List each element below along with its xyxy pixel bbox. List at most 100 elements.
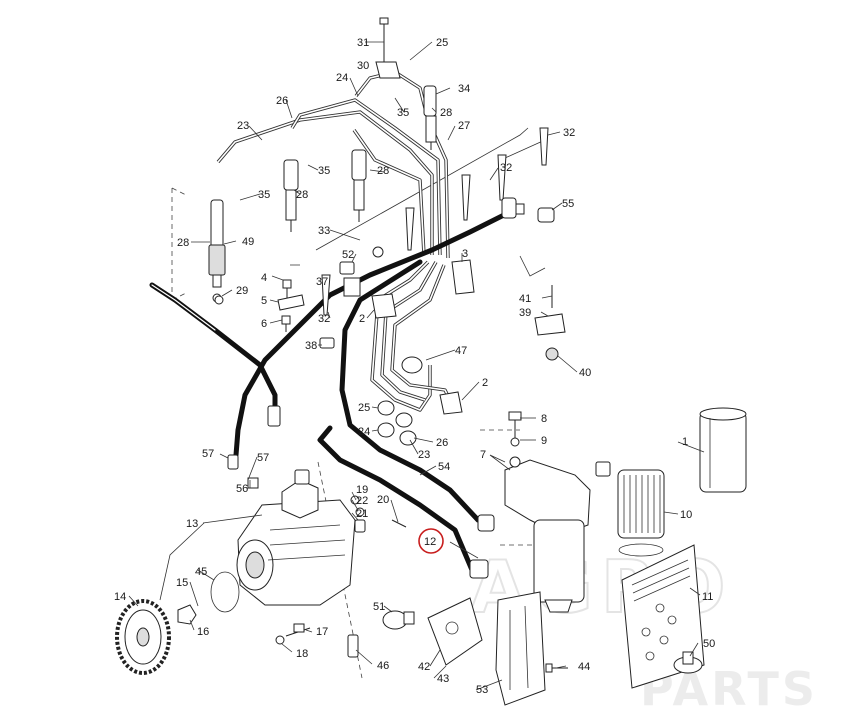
filter-cartridge-10 [617,469,665,557]
sensor-51 [382,610,415,630]
label-9: 9 [541,435,547,447]
label-57-left: 57 [202,448,214,460]
label-42: 42 [418,661,430,673]
label-41: 41 [519,293,531,305]
label-35-mid: 35 [318,165,330,177]
label-50: 50 [703,638,715,650]
label-28-left: 28 [296,189,308,201]
bolt-31 [379,17,389,62]
label-26-low: 26 [436,437,448,449]
mounting-bracket-53 [495,591,546,706]
label-46: 46 [377,660,389,672]
label-56: 56 [236,483,248,495]
label-25-low: 25 [358,402,370,414]
connectors-56-57 [227,405,281,489]
label-22: 22 [356,495,368,507]
label-26-top: 26 [276,95,288,107]
washer-38 [319,337,335,349]
label-44: 44 [578,661,590,673]
label-29: 29 [236,285,248,297]
label-7: 7 [480,449,486,461]
label-35-top: 35 [397,107,409,119]
label-8: 8 [541,413,547,425]
glow-plugs [321,127,549,316]
label-33: 33 [318,225,330,237]
label-28-mid: 28 [377,165,389,177]
label-6: 6 [261,318,267,330]
label-28-far-left: 28 [177,237,189,249]
label-49: 49 [242,236,254,248]
label-2-upper: 2 [359,313,365,325]
part-labels: 31 25 30 24 34 26 35 28 23 27 32 35 28 3… [114,37,715,696]
injector-3 [351,149,367,222]
washer-18 [275,635,285,645]
label-47: 47 [455,345,467,357]
bolt-6 [281,315,291,332]
label-51: 51 [373,601,385,613]
label-20: 20 [377,494,389,506]
oring-45 [210,571,240,613]
label-32-low: 32 [318,313,330,325]
fuel-filter-assembly [504,411,611,613]
banjo-fittings [377,356,423,446]
injectors [208,17,437,303]
bolt-4 [282,279,292,300]
filter-element-1 [699,407,747,493]
label-23-top: 23 [237,120,249,132]
clamp-30 [375,61,401,79]
label-54: 54 [438,461,450,473]
label-43: 43 [437,673,449,685]
label-4: 4 [261,272,267,284]
label-2-lower: 2 [482,377,488,389]
bracket-5 [277,294,305,311]
injector-4 [423,85,437,150]
label-12: 12 [424,536,436,548]
connector-hose-end [501,197,525,219]
label-32-mid: 32 [500,162,512,174]
injector-pipes [216,70,450,259]
washer-29 [214,295,224,305]
label-25-top: 25 [436,37,448,49]
label-14: 14 [114,591,126,603]
label-15: 15 [176,577,188,589]
label-19: 19 [356,484,368,496]
pipe-fitting-12 [469,514,495,579]
highlighted-part-12: 12 [418,528,444,554]
injector-2 [283,159,299,232]
label-52: 52 [342,249,354,261]
label-53: 53 [476,684,488,696]
fittings-19-22 [350,495,407,533]
label-40: 40 [579,367,591,379]
label-23-low: 23 [418,449,430,461]
sensor-46 [347,634,359,658]
temp-sender-52 [339,246,384,275]
label-1: 1 [682,436,688,448]
label-38: 38 [305,340,317,352]
label-3: 3 [462,248,468,260]
label-30: 30 [357,60,369,72]
label-16: 16 [197,626,209,638]
leader-lines [128,41,705,691]
label-32-right: 32 [563,127,575,139]
cap-50 [673,651,703,674]
fuel-hoses [149,209,513,573]
label-34: 34 [458,83,470,95]
nut-16 [177,604,197,625]
label-35-left: 35 [258,189,270,201]
injector-left [208,199,226,303]
label-57-right: 57 [257,452,269,464]
pump-pipes [370,260,457,412]
clamps [343,259,475,415]
label-37: 37 [316,276,328,288]
label-5: 5 [261,295,267,307]
label-45: 45 [195,566,207,578]
label-24-low: 24 [358,426,370,438]
label-18: 18 [296,648,308,660]
label-13: 13 [186,518,198,530]
label-17: 17 [316,626,328,638]
label-11: 11 [702,591,713,603]
pump-drive-gear [115,599,171,675]
label-24-top: 24 [336,72,348,84]
label-10: 10 [680,509,692,521]
